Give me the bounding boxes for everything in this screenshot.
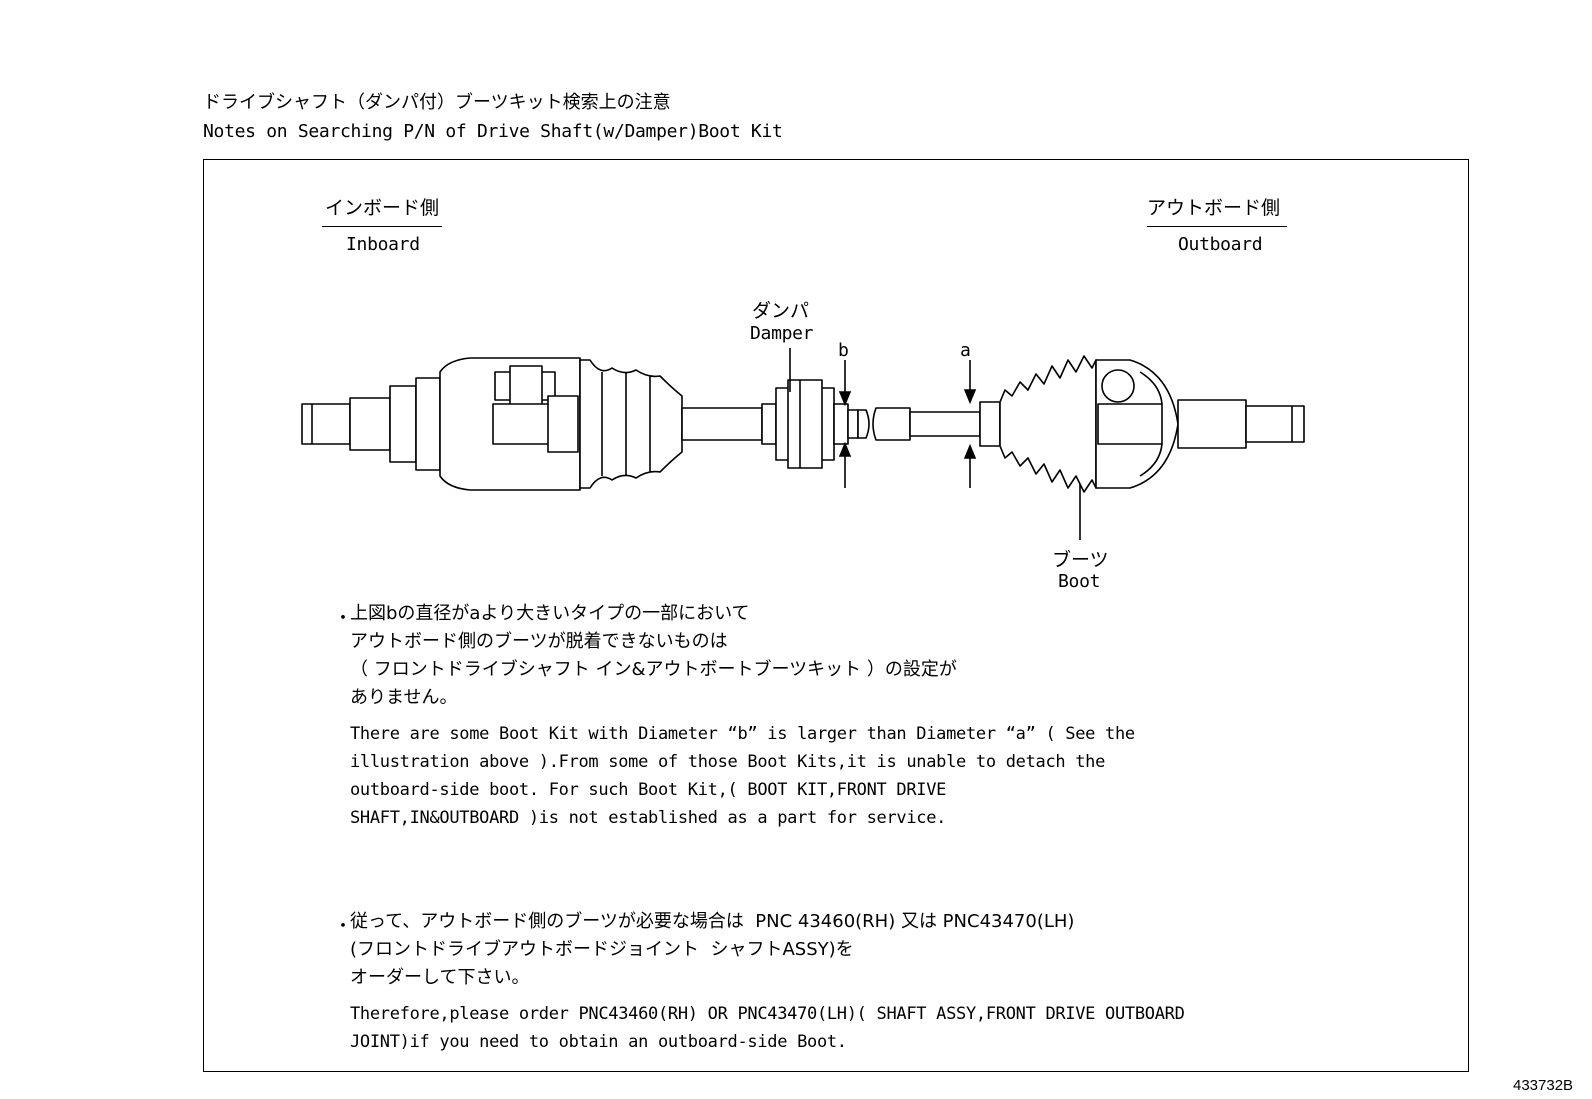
note1-en-line-3: outboard-side boot. For such Boot Kit,( … <box>350 780 947 800</box>
inboard-stub-shaft <box>301 403 351 445</box>
diameter-a-collar <box>979 401 1001 447</box>
outboard-stub-shaft <box>1177 399 1247 449</box>
damper-label-en: Damper <box>750 323 814 344</box>
diameter-a-label: a <box>960 340 971 361</box>
outboard-label-en: Outboard <box>1178 234 1263 255</box>
inboard-label-jp: インボード側 <box>325 197 440 219</box>
note1-en-line-1: There are some Boot Kit with Diameter “b… <box>350 724 1135 744</box>
outboard-underline <box>1147 226 1287 227</box>
note1-jp-line-4: ありません。 <box>350 687 458 708</box>
inboard-boot <box>579 359 683 489</box>
inboard-flange <box>389 385 417 463</box>
diagram-frame <box>203 159 1469 1072</box>
diameter-b-label: b <box>838 340 849 361</box>
page-title-en: Notes on Searching P/N of Drive Shaft(w/… <box>203 121 783 142</box>
page-title-jp: ドライブシャフト（ダンパ付）ブーツキット検索上の注意 <box>203 92 671 113</box>
inboard-underline <box>322 226 442 227</box>
outboard-boot <box>999 355 1097 493</box>
figure-id: 433732B <box>1513 1077 1574 1094</box>
note1-jp-line-1: 上図bの直径がaより大きいタイプの一部において <box>350 603 750 624</box>
boot-label-jp: ブーツ <box>1052 549 1109 571</box>
inboard-label-en: Inboard <box>346 234 420 255</box>
note2-jp-line-3: オーダーして下さい。 <box>350 967 530 988</box>
outboard-label-jp: アウトボード側 <box>1147 197 1281 219</box>
note1-en-line-2: illustration above ).From some of those … <box>350 752 1106 772</box>
main-shaft <box>681 407 763 441</box>
note2-en-line-2: JOINT)if you need to obtain an outboard-… <box>350 1032 847 1052</box>
note2-jp-line-1: 従って、アウトボード側のブーツが必要な場合は PNC 43460(RH) 又は … <box>350 911 1075 932</box>
note2-bullet: ・ <box>334 916 352 937</box>
damper-label-jp: ダンパ <box>752 300 810 322</box>
diameter-b-collar <box>833 403 849 445</box>
outboard-shaft <box>909 411 981 437</box>
note2-en-line-1: Therefore,please order PNC43460(RH) OR P… <box>350 1004 1185 1024</box>
boot-label-en: Boot <box>1058 571 1101 592</box>
note1-bullet: ・ <box>334 608 352 629</box>
note1-en-line-4: SHAFT,IN&OUTBOARD )is not established as… <box>350 808 947 828</box>
note1-jp-line-3: （ フロントドライブシャフト イン&アウトボートブーツキット ）の設定が <box>350 659 957 680</box>
note2-jp-line-2: (フロントドライブアウトボードジョイント シャフトASSY)を <box>350 939 854 960</box>
note1-jp-line-2: アウトボード側のブーツが脱着できないものは <box>350 631 728 652</box>
